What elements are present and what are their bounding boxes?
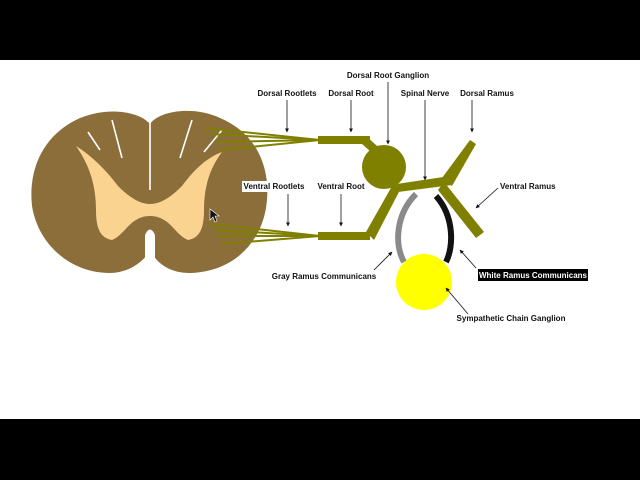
dorsal-rootlets: [204, 127, 321, 151]
sulcus-line-left-1: [111, 119, 123, 159]
gray-matter: [76, 146, 222, 240]
sympathetic-chain-ganglion: [396, 254, 452, 310]
spinal-nerve-shape: [438, 140, 484, 238]
ventral-root-shape: [318, 186, 400, 240]
white-ramus-communicans: [433, 193, 455, 264]
label-spinal-nerve: Spinal Nerve: [401, 89, 450, 98]
ventral-rootlets: [209, 223, 321, 245]
white-ramus-label-bg: [478, 269, 588, 281]
label-dorsal-root: Dorsal Root: [328, 89, 374, 98]
spinal-cord-cross-section: [31, 110, 268, 273]
arrow-sympathetic-ganglion: [445, 287, 469, 315]
mouse-pointer-icon: [209, 208, 220, 223]
label-ventral-ramus: Ventral Ramus: [500, 182, 556, 191]
label-sympathetic-ganglion: Sympathetic Chain Ganglion: [457, 314, 566, 323]
white-matter: [31, 110, 268, 273]
dorsal-root-ganglion: [362, 145, 406, 189]
label-dorsal-root-ganglion: Dorsal Root Ganglion: [347, 71, 429, 80]
sulcus-line-left-2: [87, 131, 101, 151]
label-gray-ramus: Gray Ramus Communicans: [272, 272, 377, 281]
anterior-median-fissure: [145, 229, 155, 272]
ventral-rootlets-label-bg: [242, 181, 306, 192]
label-ventral-rootlets: Ventral Rootlets: [244, 182, 305, 191]
arrow-white-ramus: [459, 249, 477, 269]
arrow-ventral-ramus: [475, 187, 499, 209]
gray-ramus-communicans: [395, 191, 419, 264]
label-white-ramus: White Ramus Communicans: [479, 271, 588, 280]
sulcus-line-right-1: [179, 119, 193, 159]
label-dorsal-ramus: Dorsal Ramus: [460, 89, 514, 98]
arrow-gray-ramus: [373, 251, 393, 271]
label-dorsal-rootlets: Dorsal Rootlets: [257, 89, 317, 98]
label-ventral-root: Ventral Root: [317, 182, 364, 191]
